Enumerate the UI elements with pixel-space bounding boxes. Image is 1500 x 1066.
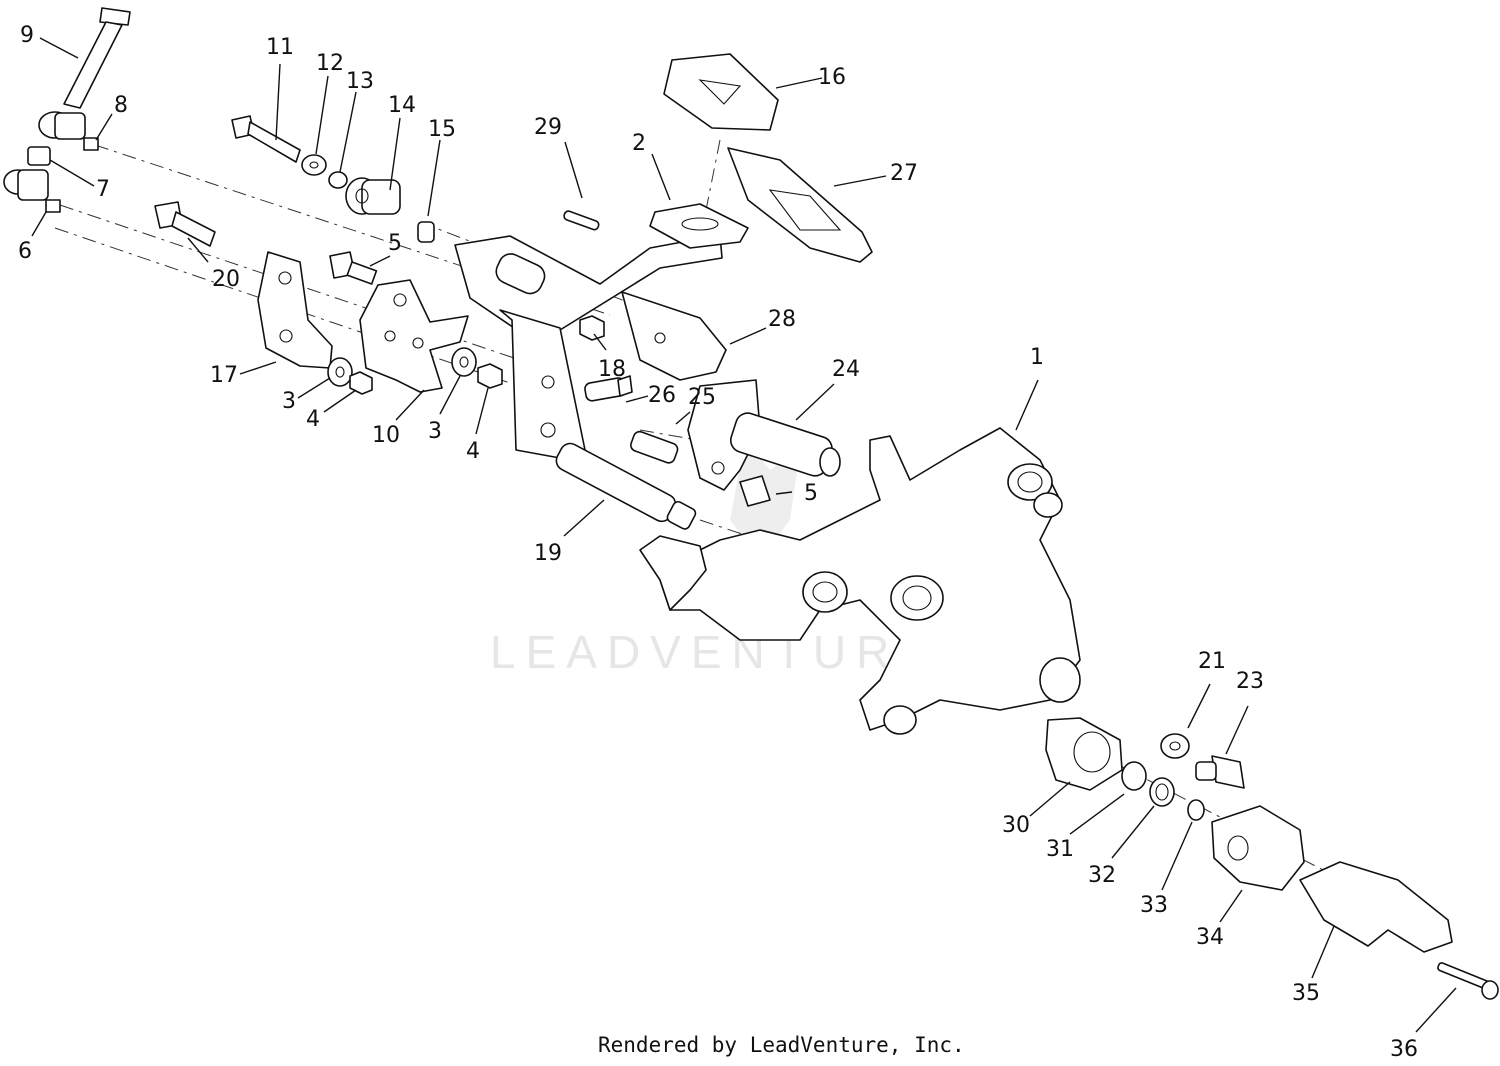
part-10-plate (359, 279, 469, 393)
part-23-bolt (1195, 755, 1245, 789)
part-20-bolt (154, 201, 216, 247)
callout-labels: 9 8 7 6 20 11 12 13 14 15 5 17 3 4 10 3 … (18, 23, 1418, 1062)
callout-11: 11 (266, 35, 294, 60)
watermark: LEADVENTURE (490, 440, 940, 678)
part-8-rod-end (38, 111, 99, 151)
part-34-switch (1211, 805, 1305, 891)
callout-3-left: 3 (282, 389, 296, 414)
callout-33: 33 (1140, 893, 1168, 918)
callout-20: 20 (212, 267, 240, 292)
callout-21: 21 (1198, 649, 1226, 674)
callout-28: 28 (768, 307, 796, 332)
part-6-rod-end (3, 169, 61, 213)
callout-17: 17 (210, 363, 238, 388)
callout-10: 10 (372, 423, 400, 448)
callout-31: 31 (1046, 837, 1074, 862)
callout-16: 16 (818, 65, 846, 90)
callout-34: 34 (1196, 925, 1224, 950)
callout-23: 23 (1236, 669, 1264, 694)
callout-3-right: 3 (428, 419, 442, 444)
callout-27: 27 (890, 161, 918, 186)
callout-15: 15 (428, 117, 456, 142)
callout-35: 35 (1292, 981, 1320, 1006)
part-11-bolt (231, 115, 301, 163)
part-3-washer-right (451, 347, 477, 377)
part-5-bolt-upper (329, 251, 378, 285)
callout-19: 19 (534, 541, 562, 566)
part-19-shaft (555, 442, 697, 530)
callout-12: 12 (316, 51, 344, 76)
part-3-washer-left (327, 357, 353, 387)
part-18-nut (579, 315, 605, 341)
callout-29: 29 (534, 115, 562, 140)
part-33-bushing (1187, 799, 1205, 821)
callout-13: 13 (346, 69, 374, 94)
leader-lines (31, 37, 1457, 1033)
part-4-nut-left (349, 371, 373, 395)
part-9-bolt (63, 7, 131, 109)
part-28-bracket (621, 291, 761, 491)
watermark-text: LEADVENTURE (490, 626, 940, 678)
callout-36: 36 (1390, 1037, 1418, 1062)
callout-4-left: 4 (306, 407, 320, 432)
part-31-washer (1121, 761, 1147, 791)
part-1-housing (639, 427, 1081, 735)
callout-24: 24 (832, 357, 860, 382)
callout-9: 9 (20, 23, 34, 48)
part-14-bushing (345, 177, 401, 215)
callout-5-lower: 5 (804, 481, 818, 506)
callout-1: 1 (1030, 345, 1044, 370)
part-15-spacer (417, 221, 435, 243)
part-36-screw (1437, 962, 1499, 1000)
part-4-nut-right (477, 363, 503, 389)
callout-7: 7 (96, 177, 110, 202)
callout-18: 18 (598, 357, 626, 382)
callout-4-right: 4 (466, 439, 480, 464)
part-12-washer (301, 154, 327, 176)
part-35-cover (1299, 861, 1453, 953)
part-7-spacer (27, 146, 51, 166)
callout-5-upper: 5 (388, 231, 402, 256)
callout-25: 25 (688, 385, 716, 410)
callout-8: 8 (114, 93, 128, 118)
callout-32: 32 (1088, 863, 1116, 888)
part-17-plate (257, 251, 333, 369)
part-13-washer (328, 171, 348, 189)
part-30-bracket (1045, 717, 1123, 791)
part-2-pedal-arm (454, 203, 749, 459)
part-5-bolt-lower (739, 475, 771, 507)
callout-26: 26 (648, 383, 676, 408)
callout-2: 2 (632, 131, 646, 156)
callout-14: 14 (388, 93, 416, 118)
part-29-pin (563, 210, 600, 231)
part-32-clip (1149, 777, 1175, 807)
part-25-sleeve (630, 430, 679, 464)
part-16-pedal-pad (663, 53, 779, 131)
render-credit: Rendered by LeadVenture, Inc. (598, 1033, 965, 1057)
part-21-washer (1160, 733, 1190, 759)
part-24-tube (729, 412, 841, 477)
part-27-pedal (727, 147, 873, 263)
callout-6: 6 (18, 239, 32, 264)
callout-30: 30 (1002, 813, 1030, 838)
part-26-fitting (584, 375, 633, 402)
